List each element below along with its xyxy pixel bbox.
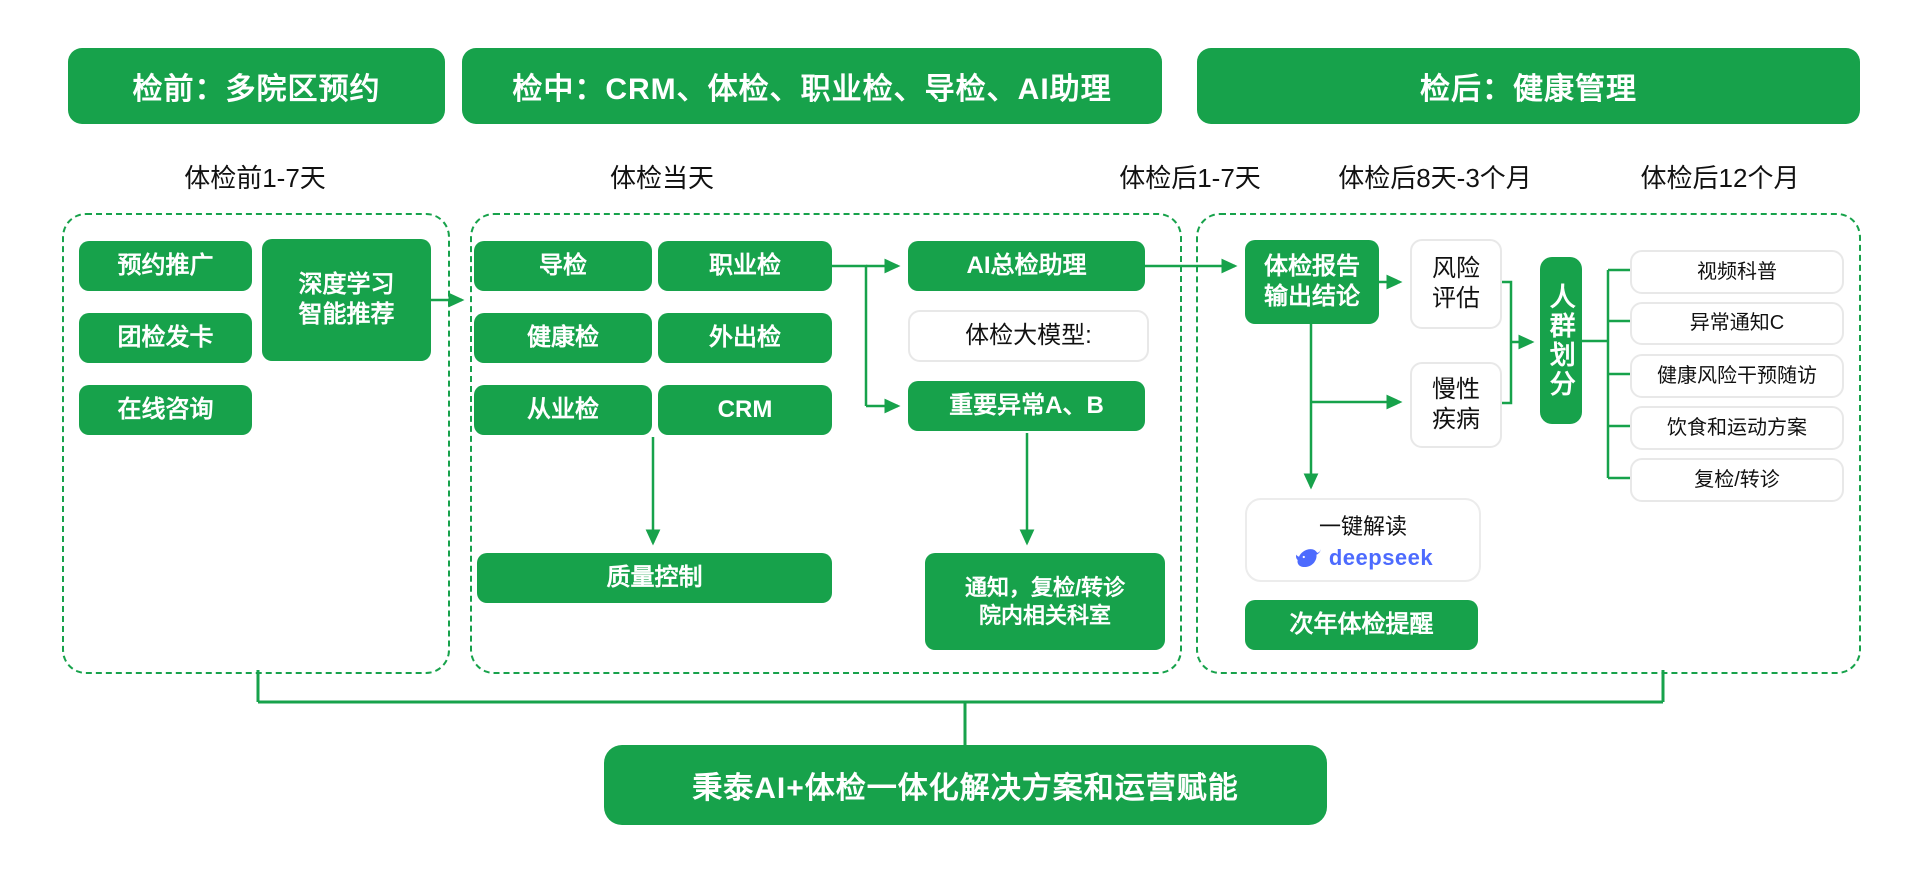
population-segmentation-label: 人群划分 — [1546, 282, 1577, 399]
timeline-label-before-1-7d: 体检前1-7天 — [184, 163, 326, 193]
box-one-click-interpretation: 一键解读 deepseek — [1245, 498, 1481, 582]
section-frame-during-exam — [470, 213, 1182, 674]
box-crm: CRM — [658, 385, 832, 435]
box-offsite-exam: 外出检 — [658, 313, 832, 363]
box-employment-exam: 从业检 — [474, 385, 652, 435]
box-occupational-exam: 职业检 — [658, 241, 832, 291]
box-guided-exam: 导检 — [474, 241, 652, 291]
box-notify-recheck-referral: 通知，复检/转诊 院内相关科室 — [925, 553, 1165, 650]
one-click-label: 一键解读 — [1318, 514, 1407, 539]
box-health-exam: 健康检 — [474, 313, 652, 363]
timeline-label-after-8d-3m: 体检后8天-3个月 — [1338, 163, 1532, 193]
timeline-label-exam-day: 体检当天 — [609, 163, 715, 193]
box-quality-control: 质量控制 — [477, 553, 832, 603]
timeline-label-after-1-7d: 体检后1-7天 — [1119, 163, 1261, 193]
deepseek-brand-row: deepseek — [1293, 545, 1433, 571]
phase-header-during-exam: 检中：CRM、体检、职业检、导检、AI助理 — [462, 48, 1162, 124]
box-exam-llm: 体检大模型: — [908, 310, 1149, 362]
box-recheck-referral: 复检/转诊 — [1630, 458, 1844, 502]
deepseek-whale-icon — [1295, 547, 1321, 567]
deepseek-wordmark: deepseek — [1328, 545, 1434, 570]
timeline-label-after-12m: 体检后12个月 — [1640, 163, 1800, 193]
box-appointment-promo: 预约推广 — [79, 241, 252, 291]
section-frame-post-exam — [1196, 213, 1861, 674]
box-report-conclusion: 体检报告 输出结论 — [1245, 240, 1379, 324]
box-diet-exercise-plan: 饮食和运动方案 — [1630, 406, 1844, 450]
box-online-consult: 在线咨询 — [79, 385, 252, 435]
box-risk-assessment: 风险 评估 — [1410, 239, 1502, 329]
box-chronic-disease: 慢性 疾病 — [1410, 362, 1502, 448]
box-major-abnormal-ab: 重要异常A、B — [908, 381, 1145, 431]
box-abnormal-notice-c: 异常通知C — [1630, 302, 1844, 345]
box-health-risk-followup: 健康风险干预随访 — [1630, 354, 1844, 398]
box-ai-chief-assistant: AI总检助理 — [908, 241, 1145, 291]
phase-header-post-exam: 检后：健康管理 — [1197, 48, 1860, 124]
section-frame-pre-exam — [62, 213, 450, 674]
box-deep-learning-recommend: 深度学习 智能推荐 — [262, 239, 431, 361]
banner-solution: 秉泰AI+体检一体化解决方案和运营赋能 — [604, 745, 1327, 825]
phase-header-pre-exam: 检前：多院区预约 — [68, 48, 445, 124]
bottom-collector-line — [256, 670, 1665, 745]
box-group-exam-card: 团检发卡 — [79, 313, 252, 363]
box-population-segmentation: 人群划分 — [1540, 257, 1582, 424]
box-video-education: 视频科普 — [1630, 250, 1844, 294]
box-next-year-reminder: 次年体检提醒 — [1245, 600, 1478, 650]
